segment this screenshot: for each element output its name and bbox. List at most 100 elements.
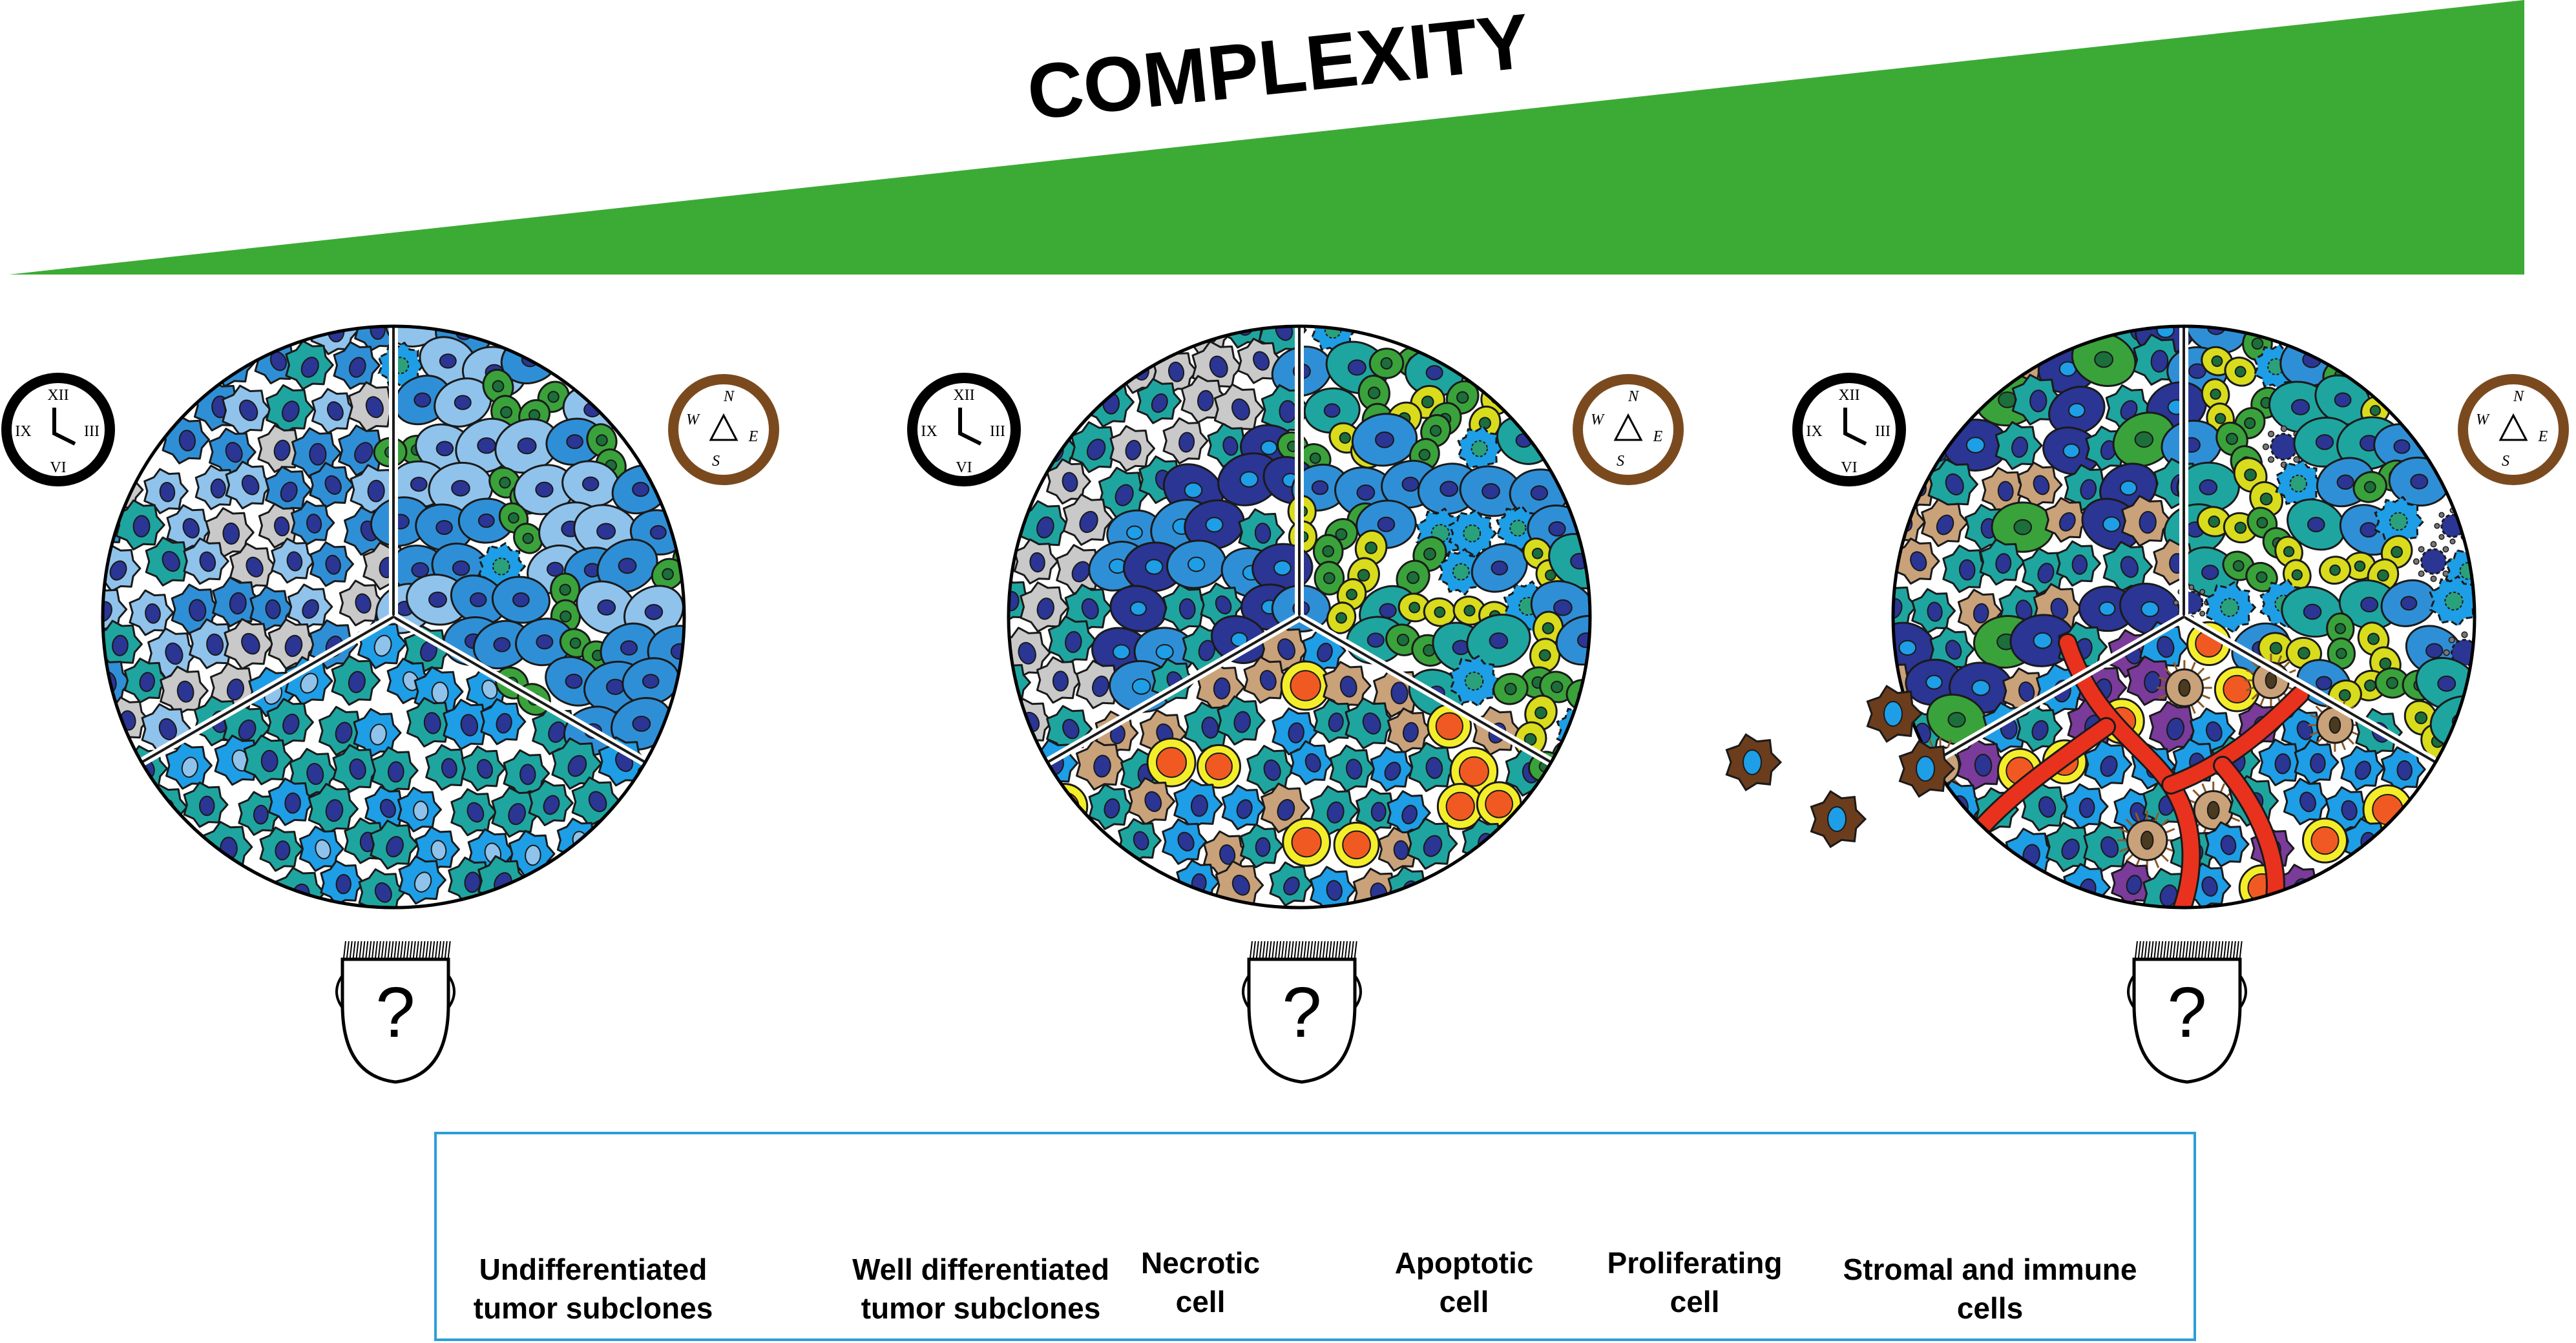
tumor-cell	[1180, 375, 1228, 424]
tumor-cell	[1313, 698, 1357, 744]
immune-cell	[1427, 703, 1472, 749]
complexity-title: COMPLEXITY	[1023, 0, 1534, 136]
tumor-cell	[267, 777, 315, 826]
panel-medium-dividers	[1045, 326, 1554, 767]
compass-direction: N	[2513, 388, 2525, 405]
tumor-cell	[1213, 383, 1264, 435]
tumor-cell	[398, 855, 446, 905]
immune-cell	[1333, 821, 1380, 868]
question-mark: ?	[2167, 973, 2206, 1052]
clock-numeral: III	[990, 423, 1005, 440]
tumor-cell	[2063, 783, 2109, 830]
migrating-cell	[1725, 733, 1783, 791]
tumor-cell	[2083, 821, 2133, 873]
tumor-panel-low	[101, 324, 686, 910]
tumor-panel-medium	[1007, 324, 1592, 910]
tumor-cell	[2111, 860, 2156, 906]
immune-cell	[1146, 737, 1197, 787]
compass-direction: W	[686, 411, 700, 428]
tumor-cell	[2204, 821, 2250, 868]
tumor-cell	[183, 781, 229, 828]
tumor-cell	[404, 625, 452, 674]
tumor-cell	[309, 541, 354, 587]
compass-direction: N	[1628, 388, 1640, 405]
tumor-cell	[425, 744, 471, 791]
compass-direction: E	[1653, 428, 1663, 445]
compass-direction: W	[1591, 411, 1605, 428]
clock-numeral: IX	[15, 423, 31, 440]
differentiated-cell	[2176, 461, 2240, 513]
tumor-cell	[115, 499, 165, 551]
apoptotic-cell	[2429, 575, 2475, 627]
proliferating-cell	[2201, 346, 2257, 387]
clock-numeral: XII	[1838, 387, 1859, 404]
differentiated-cell	[2112, 411, 2176, 468]
legend-box	[434, 1132, 2196, 1341]
tumor-cell	[461, 745, 506, 792]
apoptotic-cell	[1457, 425, 1503, 472]
tumor-cell	[222, 384, 273, 437]
tumor-cell	[397, 786, 442, 833]
tumor-cell	[1921, 498, 1969, 547]
tumor-cell	[406, 697, 456, 748]
tumor-cell	[266, 384, 315, 435]
tumor-cell	[2149, 701, 2200, 754]
migrating-cell	[1866, 685, 1923, 743]
tumor-cell	[1047, 615, 1097, 666]
tumor-cell	[298, 826, 344, 872]
panel-medium-cells	[1009, 326, 1590, 908]
apoptotic-cell	[1449, 654, 1501, 708]
differentiated-cell	[2048, 386, 2106, 435]
tumor-cell	[2021, 781, 2070, 832]
tumor-cell	[2017, 461, 2063, 508]
observer-head-icon: ?	[2127, 941, 2247, 1084]
clock-numeral: VI	[1841, 459, 1857, 476]
tumor-cell	[358, 868, 406, 908]
immune-cell	[1280, 660, 1331, 711]
clock-numeral: XII	[953, 387, 974, 404]
tumor-cell	[2190, 707, 2236, 755]
clock-numeral: IX	[1806, 423, 1822, 440]
tumor-cell	[1345, 697, 1396, 749]
tumor-cell	[339, 579, 385, 627]
proliferating-cell	[498, 502, 543, 554]
tumor-cell	[308, 783, 359, 835]
tumor-cell	[243, 734, 293, 786]
differentiated-cell	[1351, 413, 1418, 467]
tumor-cell	[1062, 494, 1114, 546]
differentiated-cell	[1926, 693, 1987, 746]
tumor-cell	[320, 860, 365, 906]
tumor-cell	[291, 500, 335, 546]
tumor-cell	[238, 791, 282, 836]
tumor-cell	[1387, 790, 1431, 836]
compass-direction: E	[748, 428, 759, 445]
differentiated-cell	[1991, 501, 2055, 553]
tumor-cell	[1240, 823, 1284, 869]
proliferating-cell	[550, 572, 581, 634]
complexity-wedge	[9, 0, 2524, 275]
tumor-cell	[229, 543, 277, 592]
clock-numeral: III	[84, 423, 99, 440]
immune-cell	[1196, 744, 1241, 789]
tumor-cell	[2044, 497, 2089, 543]
tumor-cell	[2102, 541, 2153, 592]
tumor-cell	[165, 741, 213, 790]
proliferating-cell	[2274, 536, 2312, 591]
migrating-cell	[1810, 790, 1867, 848]
tumor-cell	[271, 537, 316, 584]
tumor-cell	[1064, 583, 1113, 634]
tumor-cell	[1407, 817, 1458, 870]
tumor-cell	[259, 826, 304, 872]
apoptotic-cell	[1438, 548, 1486, 596]
tumor-cell	[1894, 537, 1940, 585]
proliferating-cell	[1347, 530, 1388, 594]
tumor-cell	[2121, 495, 2172, 547]
